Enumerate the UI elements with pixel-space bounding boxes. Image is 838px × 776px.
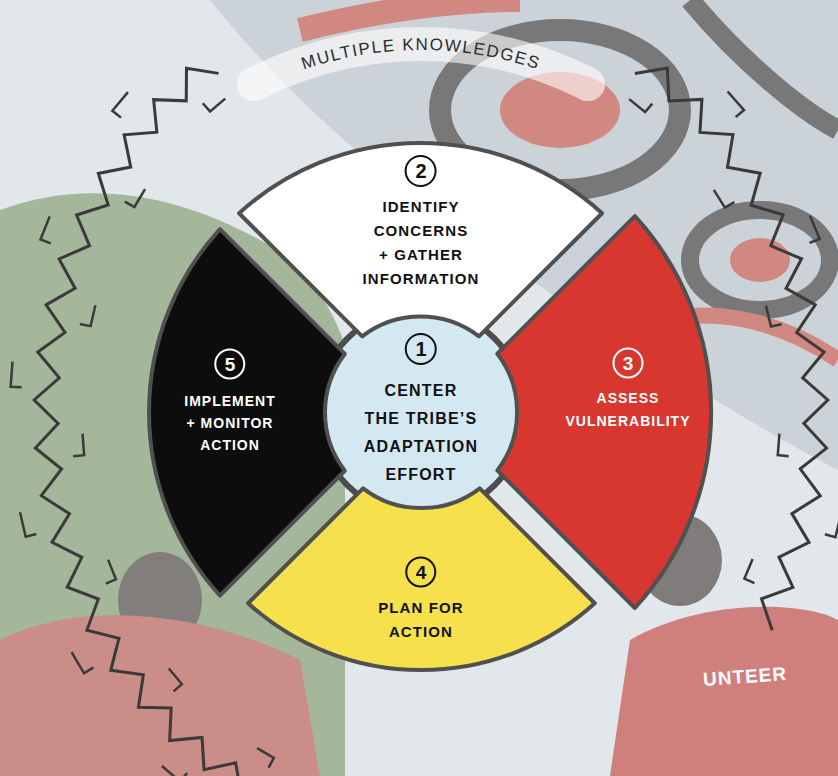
bracket-tick (825, 513, 838, 538)
bracket-tick (778, 434, 789, 457)
text-line: + GATHER (363, 243, 480, 267)
arc-heading: MULTIPLE KNOWLEDGES (299, 35, 543, 73)
bracket-tick (106, 560, 116, 584)
bracket-tick (169, 668, 182, 691)
text-block: 3ASSESS VULNERABILITY (565, 347, 690, 432)
step-label: IDENTIFY CONCERNS + GATHER INFORMATION (363, 195, 480, 291)
wedge-group (149, 229, 345, 595)
wedge-fill (149, 229, 345, 595)
bracket-tick (73, 434, 84, 457)
arc-guide (124, 50, 717, 204)
text-line: PLAN FOR (378, 595, 463, 619)
text-line: INFORMATION (363, 267, 480, 291)
text-line: EFFORT (364, 461, 479, 489)
text-line: ADAPTATION (364, 433, 479, 461)
bracket-tick (162, 766, 187, 776)
bracket-tick (744, 559, 754, 583)
bracket-tick (728, 91, 744, 117)
text-line: CENTER (364, 377, 479, 405)
step-number: 1 (405, 333, 437, 365)
circle-fill (317, 308, 525, 516)
text-line: THE TRIBE’S (364, 405, 479, 433)
text-block: 2IDENTIFY CONCERNS + GATHER INFORMATION (363, 155, 480, 291)
bracket-tick (20, 512, 36, 536)
text-line: + MONITOR (184, 411, 275, 433)
bracket-tick (629, 99, 652, 112)
step-number: 5 (214, 348, 245, 379)
bracket-tick (257, 748, 274, 767)
bracket-tick (714, 190, 735, 208)
text-line: IMPLEMENT (184, 389, 275, 411)
step-label: CENTER THE TRIBE’S ADAPTATION EFFORT (364, 377, 479, 489)
bracket-tick (766, 306, 782, 327)
step-label: PLAN FOR ACTION (378, 595, 463, 643)
text-block: 1CENTER THE TRIBE’S ADAPTATION EFFORT (364, 333, 479, 489)
bracket-tick (112, 92, 128, 117)
step-label: IMPLEMENT + MONITOR ACTION (184, 389, 275, 455)
text-line: ACTION (378, 619, 463, 643)
text-line: CONCERNS (363, 219, 480, 243)
text-block: 5IMPLEMENT + MONITOR ACTION (184, 348, 275, 455)
text-line: VULNERABILITY (565, 409, 690, 432)
step-number: 4 (405, 556, 436, 587)
text-block: 4PLAN FOR ACTION (378, 556, 463, 643)
text-line: IDENTIFY (363, 195, 480, 219)
bracket-tick (80, 305, 96, 326)
step-number: 3 (612, 347, 643, 378)
step-number: 2 (405, 155, 437, 187)
bracket-tick (41, 216, 51, 243)
text-line: ASSESS (565, 386, 690, 409)
center-circle: 1CENTER THE TRIBE’S ADAPTATION EFFORT (312, 303, 530, 521)
bracket-tick (11, 362, 22, 388)
bracket-tick (125, 189, 145, 207)
wedge-outline (144, 215, 358, 610)
text-line: ACTION (184, 433, 275, 455)
step-label: ASSESS VULNERABILITY (565, 386, 690, 432)
bracket-tick (810, 216, 820, 243)
wedge-segment: 5IMPLEMENT + MONITOR ACTION (144, 215, 358, 610)
bracket-tick (72, 652, 94, 673)
bracket-tick (203, 99, 225, 112)
